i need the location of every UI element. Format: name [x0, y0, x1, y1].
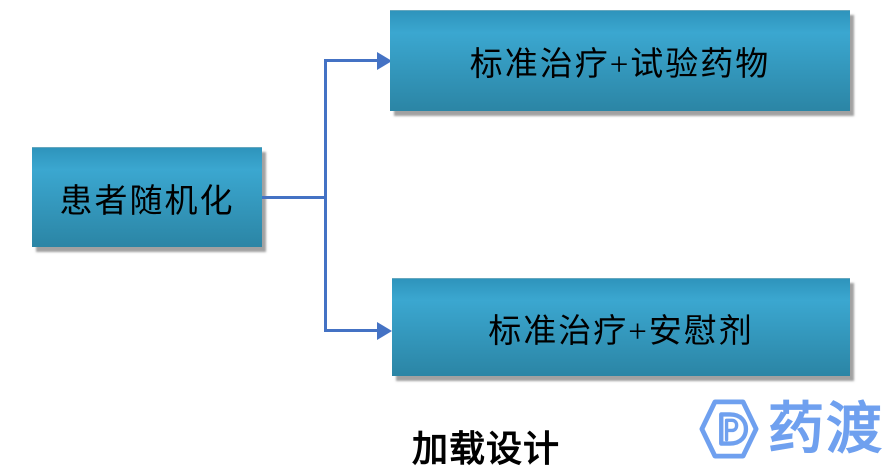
diagram-caption: 加载设计	[412, 428, 561, 469]
connector-bottom-horizontal	[324, 329, 378, 332]
root-box-label: 患者随机化	[59, 183, 235, 220]
pharmacodia-logo: 药渡	[698, 398, 884, 460]
arrowhead-bottom-icon	[377, 321, 392, 340]
branch-box-experimental-label: 标准治疗+试验药物	[469, 47, 771, 83]
pharmacodia-logo-text: 药渡	[768, 397, 884, 460]
connector-vertical-trunk	[324, 59, 327, 332]
connector-top-horizontal	[324, 59, 378, 62]
connector-root-horizontal	[262, 196, 326, 199]
branch-box-placebo-label: 标准治疗+安慰剂	[488, 313, 754, 350]
branch-box-placebo: 标准治疗+安慰剂	[392, 278, 850, 376]
arrowhead-top-icon	[377, 51, 392, 70]
pharmacodia-hexagon-dp-icon	[699, 399, 759, 459]
branch-box-experimental: 标准治疗+试验药物	[390, 10, 850, 111]
root-box-patient-randomization: 患者随机化	[32, 147, 262, 247]
